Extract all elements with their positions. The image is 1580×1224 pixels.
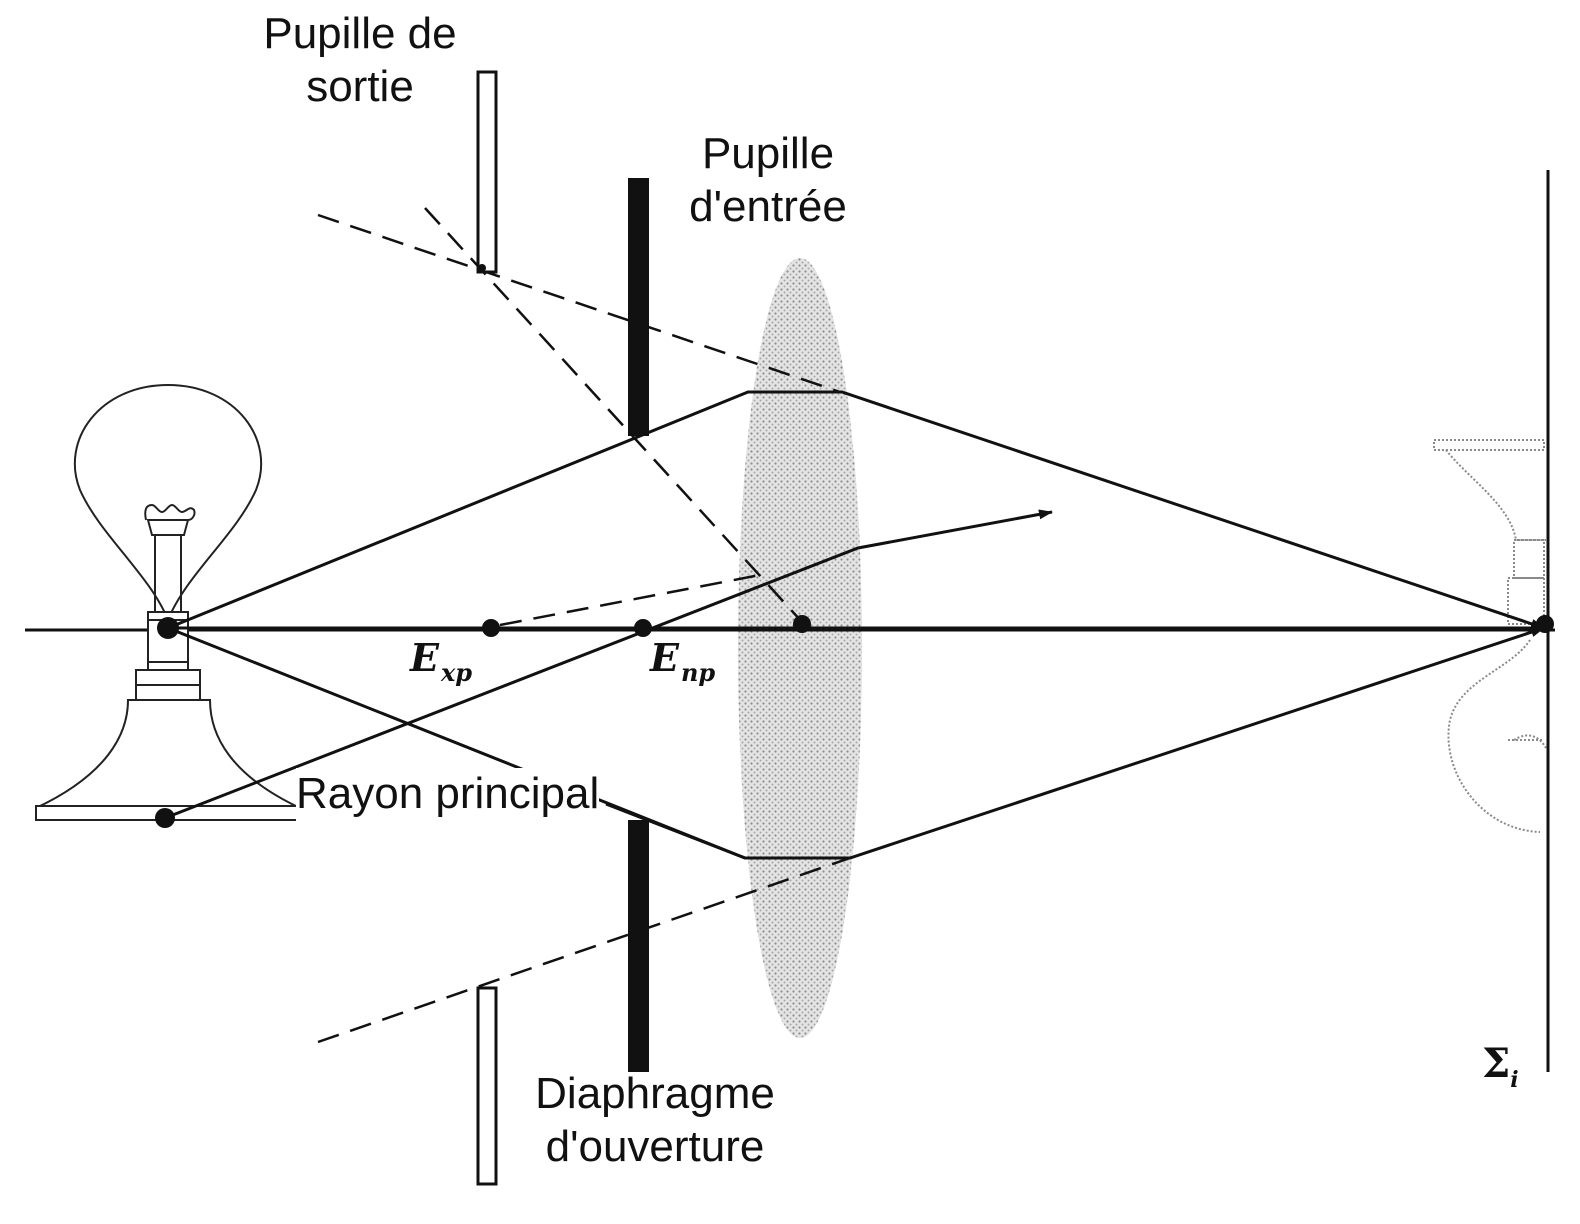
exp-label-main: E xyxy=(410,635,439,680)
upper-marginal-ray xyxy=(167,390,1545,630)
lower-marginal-ray xyxy=(167,626,1545,860)
exit-pupil-label-line2: sortie xyxy=(306,61,414,111)
aperture-stop-upper xyxy=(628,178,649,436)
chief-ray-origin xyxy=(155,808,175,828)
aperture-stop-lower xyxy=(628,820,649,1072)
exit-pupil-label-line1: Pupille de xyxy=(263,9,457,58)
rays xyxy=(164,390,1545,860)
enp-label: Enp xyxy=(650,635,715,687)
exit-pupil-lower xyxy=(476,986,498,1186)
chief-ray-label: Rayon principal xyxy=(296,768,600,821)
thin-lens xyxy=(738,258,862,1038)
enp-label-main: E xyxy=(650,635,679,680)
aperture-stop-label-line1: Diaphragme xyxy=(535,1069,775,1118)
exp-point xyxy=(482,619,500,637)
exit-pupil-edge-point xyxy=(478,264,486,272)
axis-points xyxy=(155,264,1554,828)
enp-point xyxy=(634,619,652,637)
chief-ray xyxy=(164,509,1053,820)
entrance-pupil-label-line1: Pupille xyxy=(701,129,835,178)
exp-label-sub: xp xyxy=(440,658,473,687)
chief-ray-leader xyxy=(605,802,746,860)
image-plane-label-main: Σ xyxy=(1482,1040,1511,1087)
image-plane-label-sub: i xyxy=(1510,1067,1519,1093)
lens-center-point xyxy=(793,615,811,633)
exit-pupil-label: Pupille de sortie xyxy=(250,8,470,114)
image-point xyxy=(1536,615,1554,633)
entrance-pupil-label-line2: d'entrée xyxy=(689,181,847,231)
aperture-stop-label-line2: d'ouverture xyxy=(545,1121,765,1171)
object-point xyxy=(157,617,179,639)
light-bulb-object-icon xyxy=(35,383,301,821)
light-bulb-image-icon xyxy=(1433,439,1547,833)
enp-label-sub: np xyxy=(680,658,716,687)
exp-label: Exp xyxy=(410,635,472,687)
dashed-construction-lines xyxy=(317,207,851,1044)
entrance-pupil-label: Pupille d'entrée xyxy=(668,128,868,234)
exit-pupil-upper xyxy=(476,70,498,274)
image-plane-label: Σi xyxy=(1482,1040,1519,1093)
aperture-stop-label: Diaphragme d'ouverture xyxy=(520,1068,790,1174)
